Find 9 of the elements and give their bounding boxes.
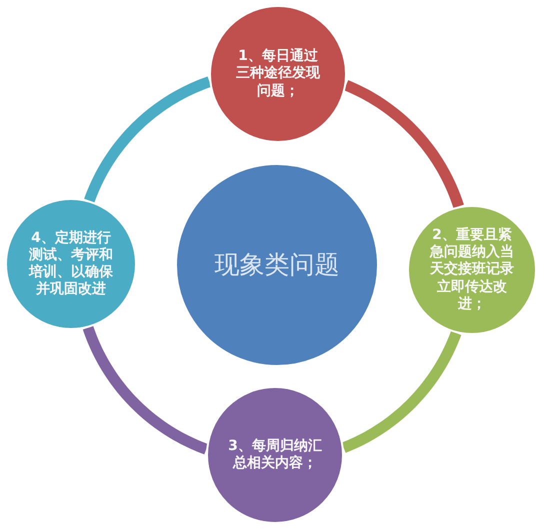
connector-arc	[82, 326, 208, 454]
connector-arc	[84, 76, 212, 203]
connector-arc	[344, 80, 464, 208]
step-text: 1、每日通过三种途径发现问题；	[235, 48, 321, 100]
topic-text: 现象类问题	[214, 250, 340, 280]
step-text: 4、定期进行测试、考评和培训、以确保并巩固改进	[28, 230, 114, 298]
step-text: 2、重要且紧急问题纳入当天交接班记录立即传达改进；	[428, 227, 515, 313]
connector-arc	[341, 330, 462, 453]
step-text: 3、每周归纳汇总相关内容；	[227, 438, 323, 472]
